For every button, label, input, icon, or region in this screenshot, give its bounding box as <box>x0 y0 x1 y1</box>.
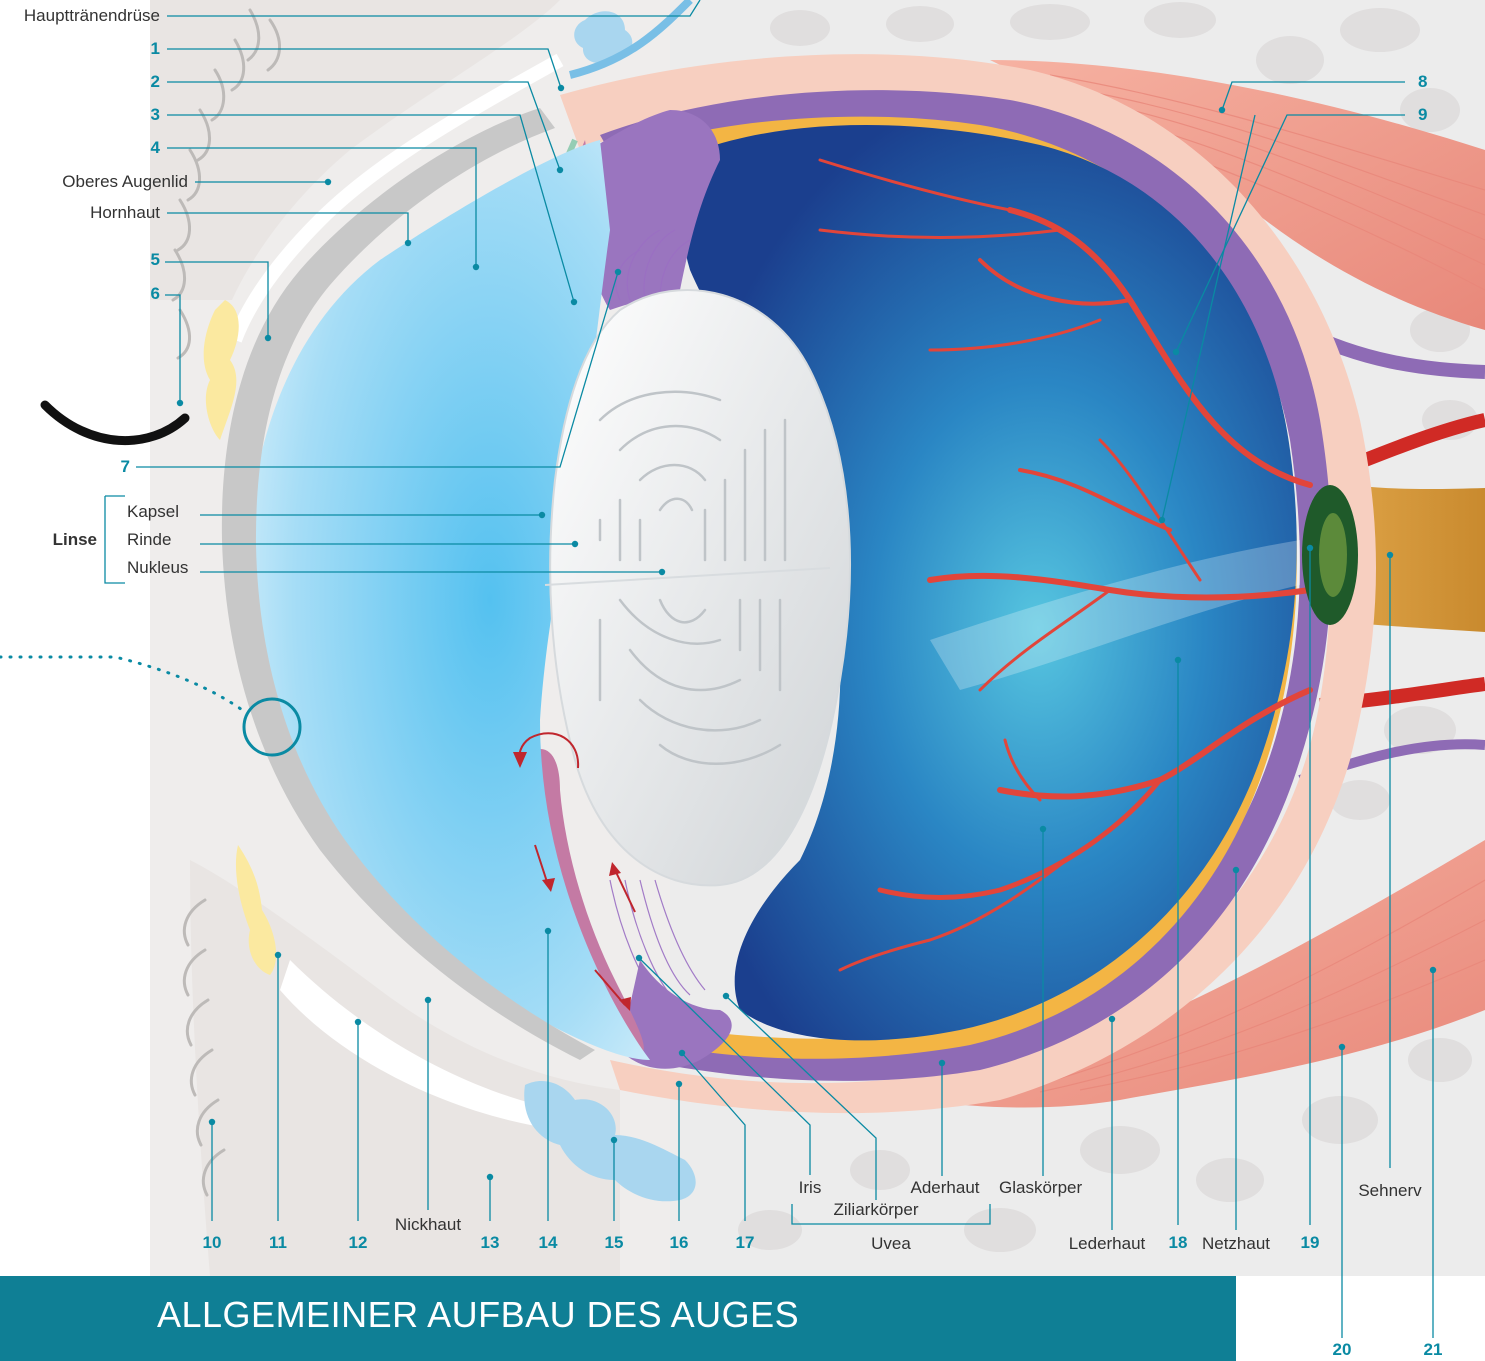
number-7: 7 <box>90 457 130 477</box>
number-1: 1 <box>120 39 160 59</box>
number-20: 20 <box>1322 1340 1362 1360</box>
number-13: 13 <box>470 1233 510 1253</box>
number-16: 16 <box>659 1233 699 1253</box>
number-3: 3 <box>120 105 160 125</box>
label-linse-group: Linse <box>0 530 97 550</box>
page-title: ALLGEMEINER AUFBAU DES AUGES <box>157 1293 799 1337</box>
label-rinde: Rinde <box>127 530 171 550</box>
number-12: 12 <box>338 1233 378 1253</box>
label-nickhaut: Nickhaut <box>378 1215 478 1235</box>
label-oberes-augenlid: Oberes Augenlid <box>0 172 188 192</box>
number-6: 6 <box>120 284 160 304</box>
number-21: 21 <box>1413 1340 1453 1360</box>
number-10: 10 <box>192 1233 232 1253</box>
number-4: 4 <box>120 138 160 158</box>
number-9: 9 <box>1418 105 1427 125</box>
label-sehnerv: Sehnerv <box>1340 1181 1440 1201</box>
number-19: 19 <box>1290 1233 1330 1253</box>
label-haupttraenendruese: Haupttränendrüse <box>0 6 160 26</box>
label-glaskoerper: Glaskörper <box>999 1178 1082 1198</box>
number-15: 15 <box>594 1233 634 1253</box>
label-ziliarkoerper: Ziliarkörper <box>816 1200 936 1220</box>
number-2: 2 <box>120 72 160 92</box>
number-17: 17 <box>725 1233 765 1253</box>
label-nukleus: Nukleus <box>127 558 188 578</box>
label-aderhaut: Aderhaut <box>895 1178 995 1198</box>
number-11: 11 <box>258 1233 298 1253</box>
label-iris: Iris <box>780 1178 840 1198</box>
lens <box>545 290 850 885</box>
number-5: 5 <box>120 250 160 270</box>
label-hornhaut: Hornhaut <box>0 203 160 223</box>
number-8: 8 <box>1418 72 1427 92</box>
label-netzhaut: Netzhaut <box>1186 1234 1286 1254</box>
optic-disc-center <box>1319 513 1347 597</box>
lens-body <box>550 290 850 885</box>
label-uvea: Uvea <box>851 1234 931 1254</box>
label-lederhaut: Lederhaut <box>1052 1234 1162 1254</box>
number-14: 14 <box>528 1233 568 1253</box>
label-kapsel: Kapsel <box>127 502 179 522</box>
